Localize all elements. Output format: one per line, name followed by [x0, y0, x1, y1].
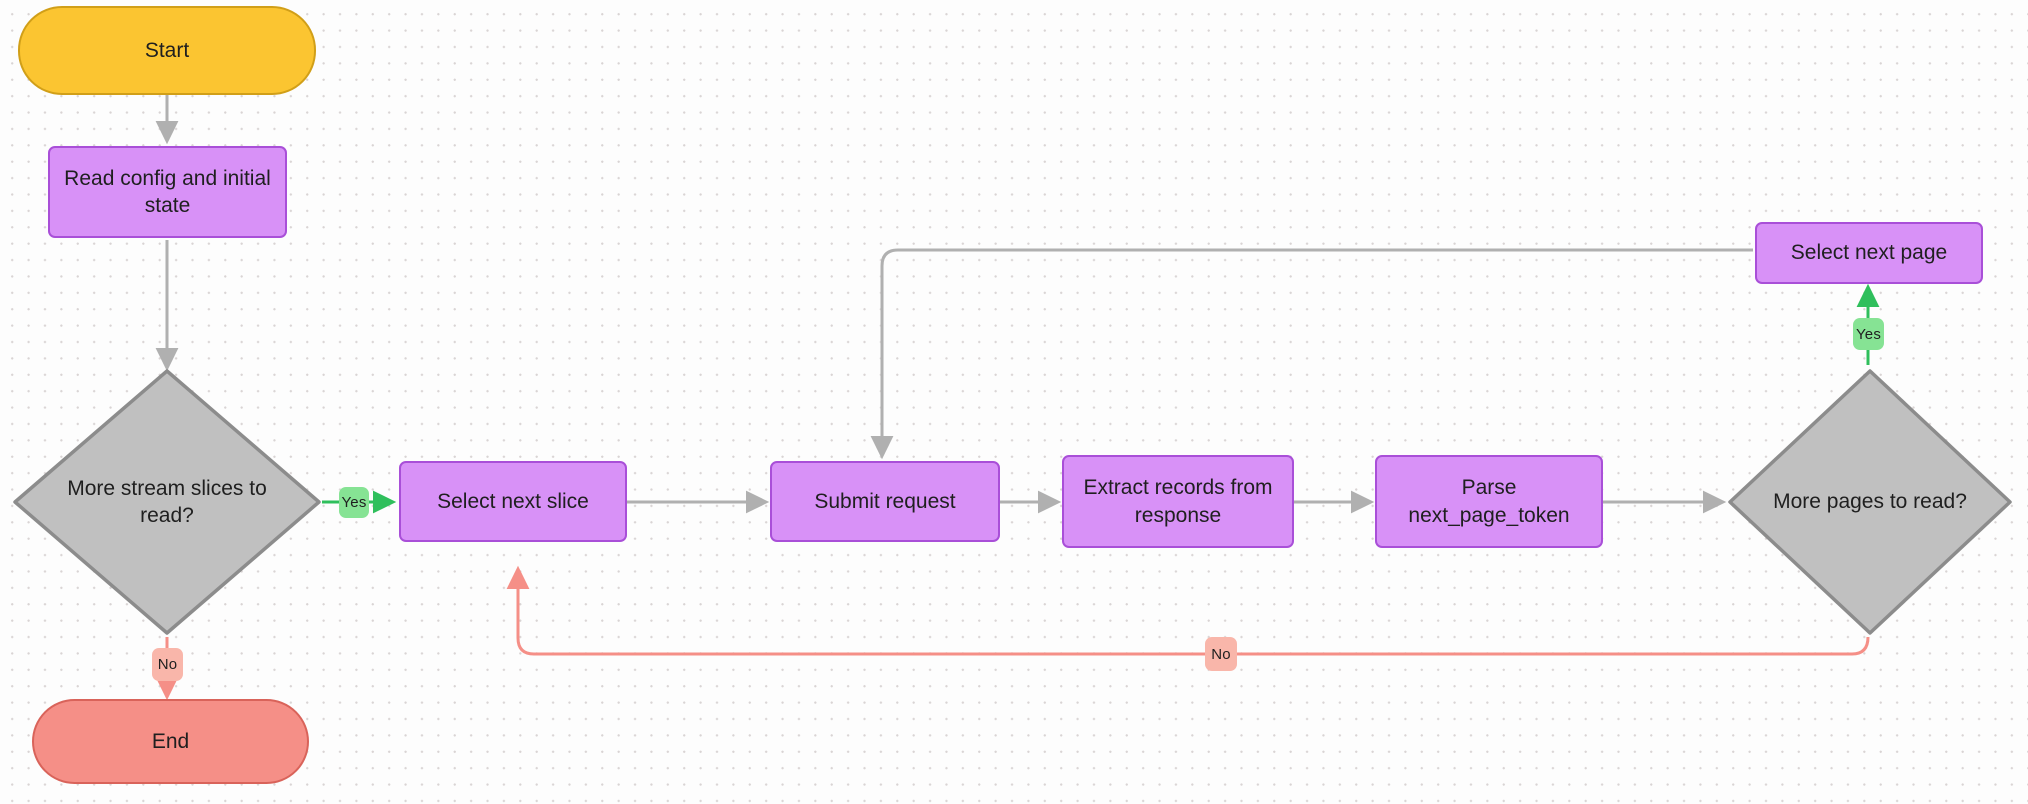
- node-submit-request-label: Submit request: [814, 489, 956, 513]
- node-extract-records[interactable]: Extract records from response: [1062, 455, 1294, 548]
- node-select-next-slice-label: Select next slice: [437, 489, 589, 513]
- node-select-next-slice[interactable]: Select next slice: [399, 461, 627, 542]
- node-start[interactable]: Start: [18, 6, 316, 95]
- node-select-next-page[interactable]: Select next page: [1755, 222, 1983, 284]
- node-more-pages-label: More pages to read?: [1773, 490, 1967, 514]
- node-read-config-label: Read config and initial state: [64, 166, 271, 217]
- edge-label-slices-yes[interactable]: Yes: [339, 487, 369, 518]
- edge-label-slices-no-text: No: [157, 656, 178, 673]
- node-more-stream-slices[interactable]: More stream slices to read?: [12, 368, 322, 636]
- node-more-pages[interactable]: More pages to read?: [1727, 368, 2013, 636]
- node-end[interactable]: End: [32, 699, 309, 784]
- node-more-stream-slices-label: More stream slices to read?: [67, 476, 267, 527]
- node-extract-records-label: Extract records from response: [1083, 476, 1273, 527]
- diamond-shape-slices: [13, 369, 321, 635]
- node-read-config[interactable]: Read config and initial state: [48, 146, 287, 238]
- edge-label-pages-yes-text: Yes: [1855, 325, 1882, 343]
- node-submit-request[interactable]: Submit request: [770, 461, 1000, 542]
- node-parse-next-page-token-label: Parse next_page_token: [1408, 476, 1570, 527]
- edge-label-pages-no-text: No: [1211, 645, 1231, 663]
- diamond-shape-pages: [1728, 369, 2012, 635]
- edge-label-pages-yes[interactable]: Yes: [1853, 318, 1884, 350]
- node-parse-next-page-token[interactable]: Parse next_page_token: [1375, 455, 1603, 548]
- edge-more-pages-no: [506, 565, 1870, 656]
- node-end-label: End: [151, 729, 190, 753]
- edge-label-slices-no[interactable]: No: [152, 648, 183, 681]
- edge-label-pages-no[interactable]: No: [1205, 637, 1237, 671]
- edge-select-page-to-submit: [870, 248, 1753, 460]
- node-start-label: Start: [144, 38, 190, 62]
- node-select-next-page-label: Select next page: [1790, 241, 1948, 265]
- edge-label-slices-yes-text: Yes: [341, 494, 367, 511]
